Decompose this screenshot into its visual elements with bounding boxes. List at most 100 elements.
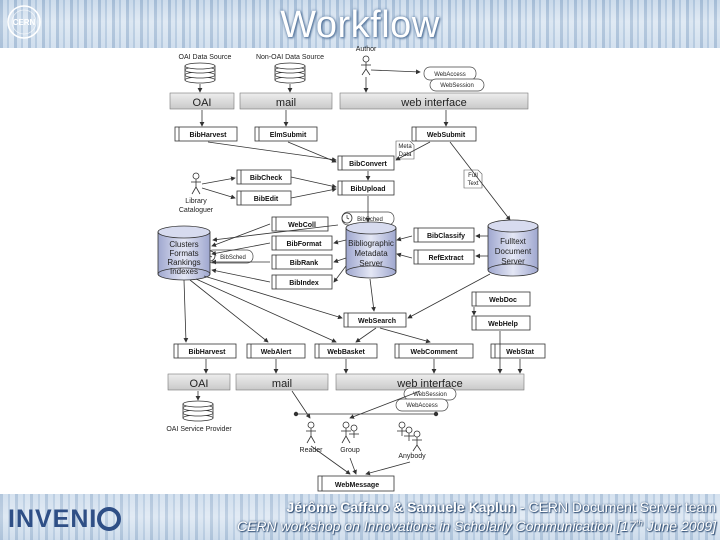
webcoll-box: WebColl: [271, 216, 329, 232]
refextract-label: RefExtract: [428, 255, 464, 262]
metadata-server-icon: [345, 221, 397, 279]
oai-bar-top-label: OAI: [193, 97, 212, 109]
header-banner: [0, 0, 720, 48]
bibupload-label: BibUpload: [351, 186, 386, 193]
bibsched-left-label: BibSched: [220, 255, 246, 261]
invenio-logo-icon: INVENI: [8, 505, 122, 534]
indexes-label: Indexes: [170, 267, 198, 276]
footer-event-a: CERN workshop on Innovations in Scholarl…: [236, 518, 637, 534]
bib-meta-label-2: Metadata: [354, 249, 388, 258]
rankings-label: Rankings: [167, 258, 200, 267]
group-icon: [341, 421, 359, 444]
reader-label: Reader: [300, 447, 324, 454]
workflow-diagram: OAI Data Source Non-OAI Data Source Auth…: [157, 46, 546, 492]
webstat-box: WebStat: [490, 343, 546, 359]
formats-label: Formats: [169, 249, 198, 258]
fulltext-label-3: Server: [501, 257, 525, 266]
slide-title: Workflow: [280, 4, 440, 46]
webdoc-label: WebDoc: [489, 297, 517, 304]
invenio-brand-text: INVEN: [8, 505, 90, 533]
footer-event-b: June 2009]: [642, 518, 716, 534]
oai-bar-bottom-label: OAI: [190, 378, 209, 390]
full-text-note: Full Text: [463, 169, 483, 189]
web-interface-bar-bottom: web interface: [335, 373, 525, 391]
webalert-box: WebAlert: [246, 343, 306, 359]
mail-bar-bottom: mail: [235, 373, 329, 391]
refextract-box: RefExtract: [413, 249, 475, 265]
bibrank-label: BibRank: [290, 260, 319, 267]
web-interface-bar-top-label: web interface: [400, 97, 466, 109]
oai-bar-top: OAI: [169, 92, 235, 110]
fulltext-label-1: Fulltext: [500, 237, 527, 246]
webhelp-label: WebHelp: [488, 321, 518, 328]
footer-authors-line: Jérôme Caffaro & Samuele Kaplun - CERN D…: [287, 499, 716, 515]
webaccess-top: WebAccess: [423, 66, 477, 81]
webmessage-box: WebMessage: [317, 475, 395, 492]
anybody-icon: [397, 421, 422, 452]
author-icon: [361, 55, 371, 76]
clusters-database-icon: [157, 225, 211, 281]
bibedit-box: BibEdit: [236, 190, 292, 206]
bibharvest-bottom-box: BibHarvest: [173, 343, 237, 359]
bibclassify-box: BibClassify: [413, 227, 475, 243]
fulltext-label-2: Document: [495, 247, 532, 256]
web-interface-bar-bottom-label: web interface: [396, 378, 462, 390]
mail-bar-bottom-label: mail: [272, 378, 292, 390]
cataloguer-label: Cataloguer: [179, 207, 214, 214]
invenio-o-icon: [97, 507, 122, 531]
webaccess-top-label: WebAccess: [434, 72, 466, 78]
bib-meta-label-1: Bibliographic: [348, 239, 394, 248]
bibcheck-box: BibCheck: [236, 169, 292, 185]
bibclassify-label: BibClassify: [427, 233, 465, 240]
webbasket-box: WebBasket: [314, 343, 378, 359]
websubmit-label: WebSubmit: [427, 132, 466, 139]
meta-label: Meta: [398, 144, 412, 150]
websubmit-box: WebSubmit: [411, 126, 477, 142]
bibindex-label: BibIndex: [289, 280, 319, 287]
oai-data-source-icon: [184, 62, 216, 84]
footer-authors: Jérôme Caffaro & Samuele Kaplun: [286, 499, 517, 515]
bibedit-label: BibEdit: [254, 196, 279, 203]
non-oai-data-source-label: Non-OAI Data Source: [256, 54, 324, 61]
oai-data-source-label: OAI Data Source: [179, 54, 232, 61]
anybody-label: Anybody: [398, 453, 426, 460]
oai-service-provider-label: OAI Service Provider: [166, 426, 232, 433]
flow-arrows: [183, 69, 523, 476]
cern-logo-icon: CERN: [7, 5, 41, 39]
clusters-label: Clusters: [169, 240, 198, 249]
bibupload-box: BibUpload: [337, 180, 395, 196]
websession-top-label: WebSession: [440, 83, 474, 89]
oai-service-provider-icon: [182, 400, 214, 422]
elmsubmit-box: ElmSubmit: [254, 126, 318, 142]
bibformat-box: BibFormat: [271, 235, 333, 251]
library-cataloguer-icon: [191, 172, 201, 195]
mail-bar-top: mail: [239, 92, 333, 110]
bibsched-left: BibSched: [204, 249, 254, 264]
websearch-box: WebSearch: [343, 312, 407, 328]
footer-event-sup: th: [636, 518, 643, 528]
bibformat-label: BibFormat: [287, 241, 323, 248]
mail-bar-top-label: mail: [276, 97, 296, 109]
text-label: Text: [467, 181, 478, 187]
bib-meta-label-3: Server: [359, 259, 383, 268]
author-label: Author: [356, 46, 377, 53]
webcomment-label: WebComment: [411, 349, 459, 356]
reader-icon: [306, 421, 316, 444]
elmsubmit-label: ElmSubmit: [270, 132, 307, 139]
bibrank-box: BibRank: [271, 254, 333, 270]
webalert-label: WebAlert: [261, 349, 292, 356]
footer-team: - CERN Document Server team: [516, 499, 716, 515]
bibharvest-top-label: BibHarvest: [190, 132, 228, 139]
users-bus: [293, 411, 439, 417]
websearch-label: WebSearch: [358, 318, 396, 325]
cern-logo-text: CERN: [13, 18, 36, 27]
webhelp-box: WebHelp: [471, 315, 531, 331]
webdoc-box: WebDoc: [471, 291, 531, 307]
webaccess-bottom: WebAccess: [395, 398, 449, 412]
bibcheck-label: BibCheck: [250, 175, 282, 182]
bibharvest-top-box: BibHarvest: [174, 126, 238, 142]
webcomment-box: WebComment: [394, 343, 474, 359]
fulltext-server-icon: [487, 219, 539, 277]
meta-data-note: Meta Data: [395, 140, 415, 160]
non-oai-data-source-icon: [274, 62, 306, 84]
